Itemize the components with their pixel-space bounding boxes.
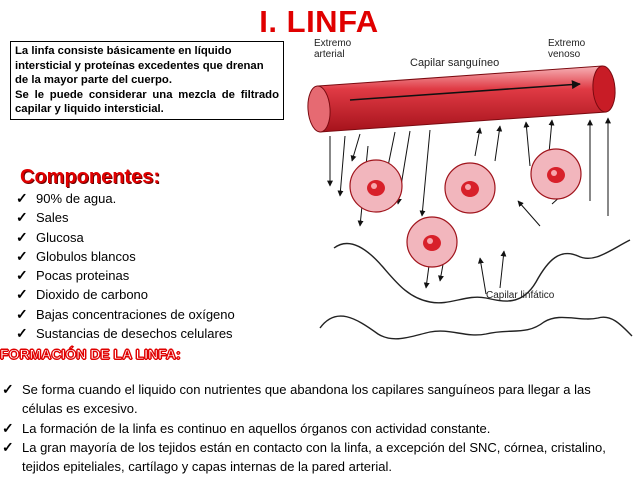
label-venous: Extremo venoso: [548, 38, 588, 60]
list-item: ✓Bajas concentraciones de oxígeno: [16, 305, 235, 324]
list-item: ✓90% de agua.: [16, 189, 235, 208]
list-item: ✓Globulos blancos: [16, 247, 235, 266]
checkmark-icon: ✓: [16, 247, 28, 264]
checkmark-icon: ✓: [16, 305, 28, 322]
list-item: ✓Se forma cuando el liquido con nutrient…: [2, 381, 591, 417]
label-lymphatic: Capilar linfático: [486, 290, 555, 301]
formation-list: ✓Se forma cuando el liquido con nutrient…: [2, 380, 632, 476]
cell: [349, 159, 403, 213]
list-item: ✓Sustancias de desechos celulares: [16, 324, 235, 343]
list-item: ✓La gran mayoría de los tejidos están en…: [2, 438, 606, 475]
list-item: ✓Pocas proteinas: [16, 266, 235, 285]
tissue-cells: [349, 148, 582, 268]
label-capillary: Capilar sanguíneo: [410, 57, 499, 69]
intro-text-1: La linfa consiste básicamente en líquido…: [15, 45, 264, 86]
cell: [444, 162, 496, 214]
formation-title: FORMACIÓN DE LA LINFA:: [0, 346, 181, 363]
checkmark-icon: ✓: [16, 286, 28, 303]
blood-capillary: [307, 65, 616, 133]
lymphatic-capillary: [319, 239, 633, 340]
page-title: I. LINFA: [259, 4, 379, 39]
intro-box: La linfa consiste básicamente en líquido…: [10, 41, 284, 120]
checkmark-icon: ✓: [2, 419, 14, 436]
list-item: ✓Glucosa: [16, 228, 235, 247]
components-list: ✓90% de agua. ✓Sales ✓Glucosa ✓Globulos …: [16, 189, 235, 343]
checkmark-icon: ✓: [16, 325, 28, 342]
checkmark-icon: ✓: [16, 267, 28, 284]
list-item: ✓La formación de la linfa es continuo en…: [2, 419, 632, 438]
cell: [530, 148, 582, 200]
lymph-formation-diagram: Extremo arterial Capilar sanguíneo Extre…: [307, 38, 633, 340]
intro-text-2: Se le puede considerar una mezcla de fil…: [15, 88, 279, 116]
components-title: Componentes:: [20, 166, 160, 188]
checkmark-icon: ✓: [2, 381, 14, 397]
list-item: ✓Dioxido de carbono: [16, 285, 235, 304]
list-item: ✓Sales: [16, 208, 235, 227]
checkmark-icon: ✓: [16, 228, 28, 245]
checkmark-icon: ✓: [16, 209, 28, 226]
cell: [406, 216, 458, 268]
label-arterial: Extremo arterial: [314, 38, 354, 60]
checkmark-icon: ✓: [2, 438, 14, 455]
checkmark-icon: ✓: [16, 190, 28, 206]
